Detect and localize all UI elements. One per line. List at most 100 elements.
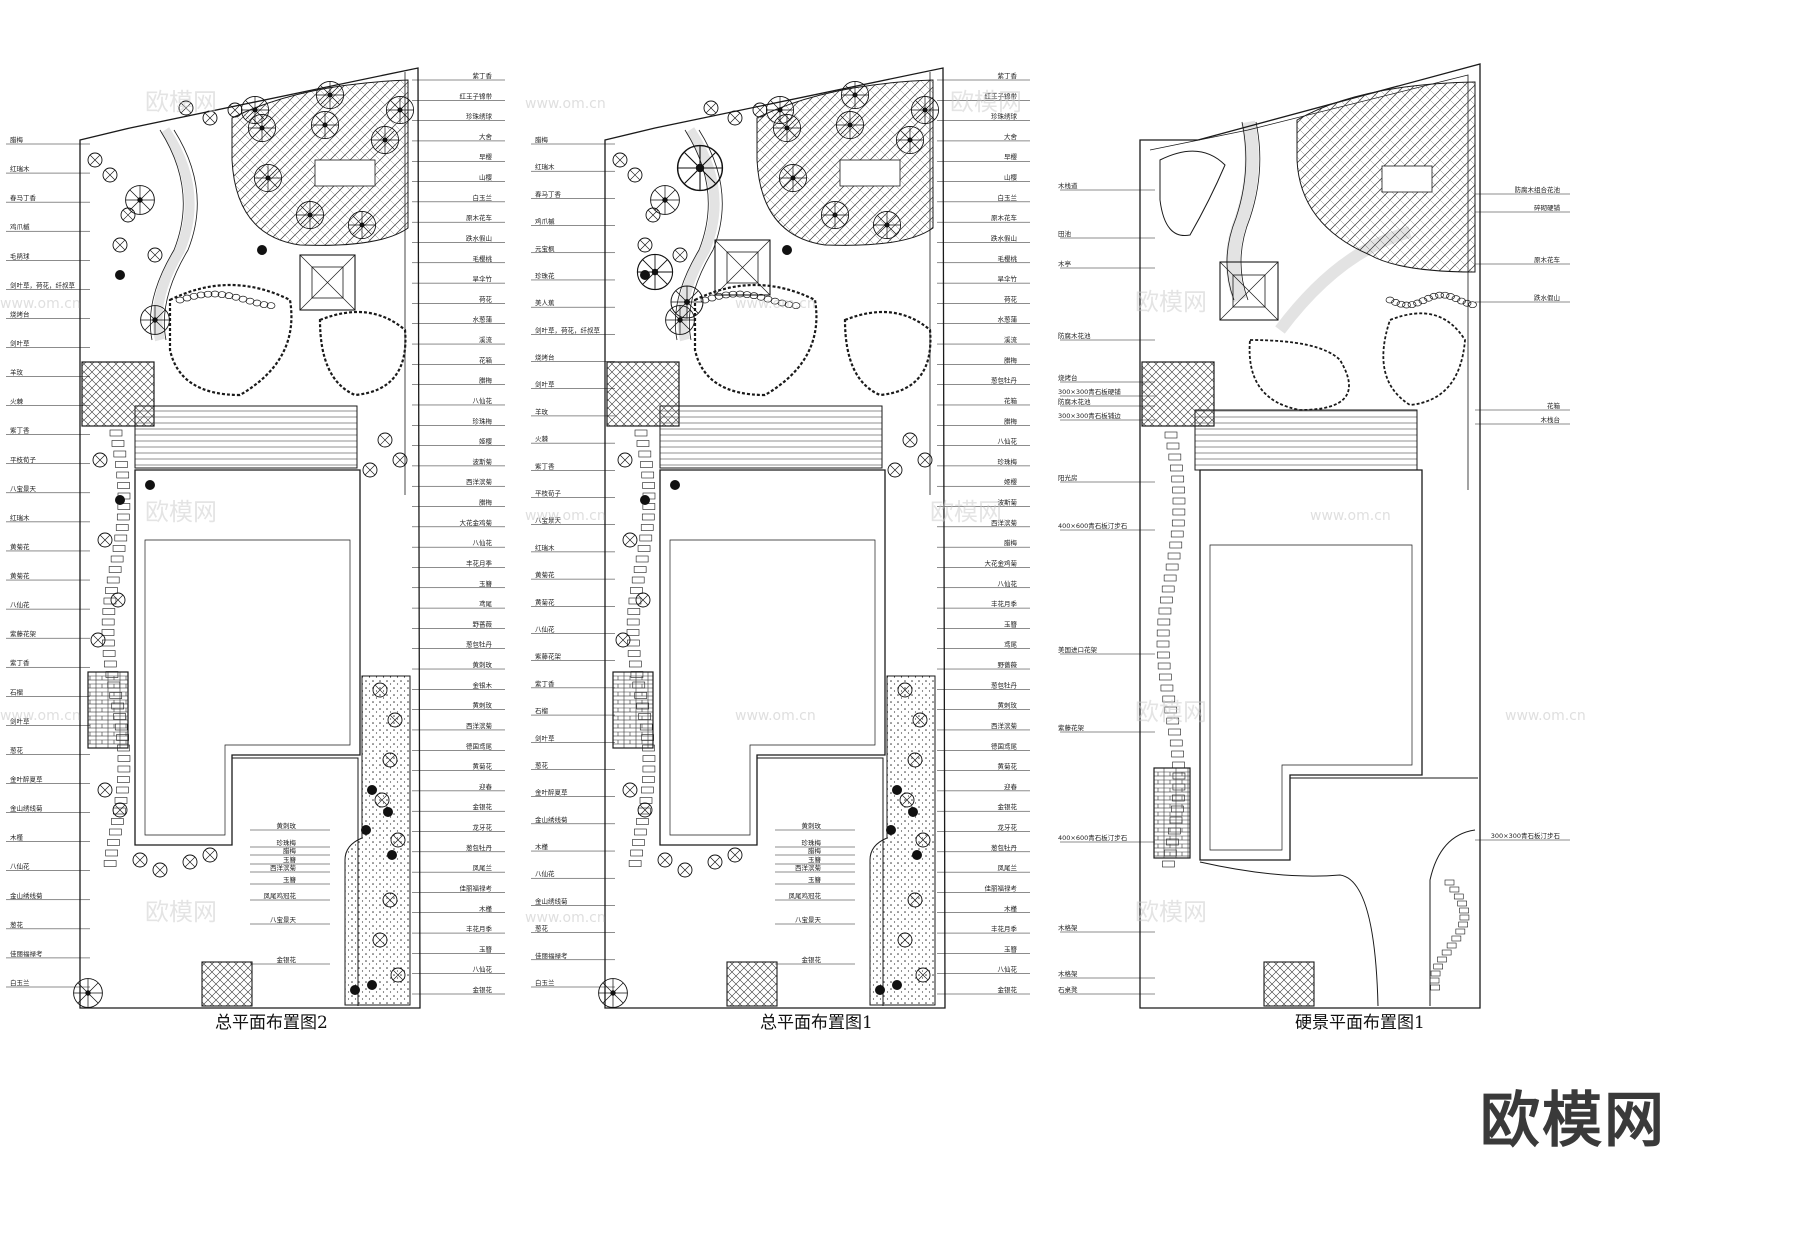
lawn-platform bbox=[839, 159, 901, 187]
left-plant-label: 鸡爪槭 bbox=[10, 222, 30, 231]
watermark-url: www.om.cn bbox=[735, 296, 816, 312]
rockery-stone bbox=[714, 292, 724, 300]
left-plant-label: 白玉兰 bbox=[535, 978, 555, 987]
left-plant-label: 腊梅 bbox=[10, 135, 24, 144]
rockery-stone bbox=[1413, 299, 1422, 307]
right-plant-label: 大舍 bbox=[1004, 132, 1018, 141]
inner-plant-label: 凤尾鸡冠花 bbox=[789, 891, 822, 900]
wisteria-pergola bbox=[612, 671, 654, 749]
stepping-stone bbox=[103, 597, 117, 605]
watermark-url: www.om.cn bbox=[1310, 508, 1391, 524]
right-plant-label: 红王子锦带 bbox=[985, 91, 1018, 100]
stepping-stone bbox=[111, 440, 125, 447]
stepping-stone bbox=[1449, 886, 1460, 893]
left-plant-label: 火棘 bbox=[535, 435, 549, 443]
left-plant-label: 烧烤台 bbox=[535, 353, 555, 362]
inner-plant-label: 八宝景天 bbox=[270, 915, 297, 924]
garden-path-edge bbox=[149, 129, 184, 341]
rockery-stone bbox=[1446, 293, 1455, 300]
shrub-symbol bbox=[635, 592, 651, 608]
stepping-stone bbox=[101, 629, 115, 636]
shrub-symbol bbox=[622, 782, 638, 798]
left-plant-label: 黄菊花 bbox=[10, 571, 30, 580]
stepping-stone bbox=[626, 618, 640, 626]
paving-tile bbox=[726, 961, 778, 1007]
stepping-stone bbox=[627, 608, 641, 615]
left-plant-label: 佳丽福禄考 bbox=[10, 949, 43, 958]
planting-plan-1: 腊梅红瑞木春马丁香鸡爪槭毛鹃球剑叶草，荷花，纤叔草烧烤台剑叶草羊玫火棘紫丁香平枝… bbox=[6, 67, 505, 1009]
right-plant-label: 德国鸢尾 bbox=[466, 741, 493, 750]
left-plant-label: 金山绣线菊 bbox=[10, 891, 43, 900]
stepping-stone bbox=[641, 786, 654, 794]
wood-pavilion bbox=[1219, 261, 1279, 321]
right-hardscape-label: 防腐木组合花池 bbox=[1515, 185, 1561, 194]
wisteria-pergola bbox=[1153, 767, 1191, 859]
left-plant-label: 金山绣线菊 bbox=[10, 804, 43, 813]
left-hardscape-label: 防腐木花池 bbox=[1058, 397, 1091, 406]
large-tree-symbol bbox=[676, 144, 724, 192]
right-plant-label: 八仙花 bbox=[473, 965, 493, 974]
right-plant-label: 龙牙花 bbox=[998, 823, 1018, 832]
dense-shrub-symbol bbox=[115, 270, 125, 280]
stepping-stone bbox=[1430, 970, 1441, 977]
left-plant-label: 黄菊花 bbox=[535, 570, 555, 579]
watermark-text: 欧模网 bbox=[145, 498, 217, 526]
right-plant-label: 佳丽福禄考 bbox=[460, 883, 493, 892]
right-plant-label: 姬樱 bbox=[1004, 477, 1018, 486]
rockery-stone bbox=[1435, 291, 1444, 299]
watermark-text: 欧模网 bbox=[1135, 698, 1207, 726]
boardwalk bbox=[1226, 120, 1259, 303]
inner-plant-label: 玉簪 bbox=[808, 875, 822, 884]
right-plant-label: 鸢尾 bbox=[479, 599, 493, 608]
right-hardscape-label: 原木花车 bbox=[1534, 255, 1561, 264]
left-plant-label: 八仙花 bbox=[535, 624, 555, 633]
right-plant-label: 水葱蒲 bbox=[998, 315, 1018, 324]
stepping-stone bbox=[1172, 508, 1186, 516]
left-plant-label: 黄菊花 bbox=[535, 597, 555, 606]
stepping-stone bbox=[1171, 519, 1185, 527]
stepping-stone bbox=[638, 450, 652, 458]
left-plant-label: 葱花 bbox=[535, 924, 549, 933]
watermark-url: www.om.cn bbox=[525, 96, 606, 112]
watermark-text: 欧模网 bbox=[1135, 898, 1207, 926]
watermark-text: 欧模网 bbox=[930, 498, 1002, 526]
right-plant-label: 腊梅 bbox=[1004, 355, 1018, 364]
stepping-stone bbox=[634, 429, 648, 437]
stepping-stone bbox=[632, 839, 645, 846]
left-plant-label: 八仙花 bbox=[10, 862, 30, 871]
right-plant-label: 玉簪 bbox=[479, 944, 493, 953]
shrub-symbol bbox=[627, 167, 643, 183]
shrub-symbol bbox=[677, 862, 693, 878]
tree-symbol bbox=[650, 185, 680, 215]
stepping-stone bbox=[1453, 893, 1464, 900]
inner-plant-label: 珍珠梅 bbox=[802, 838, 822, 847]
stepping-stone bbox=[627, 639, 640, 647]
left-plant-label: 美人蕉 bbox=[535, 298, 555, 307]
dense-shrub-symbol bbox=[640, 495, 650, 505]
house-inner-wall bbox=[669, 539, 876, 836]
stone-table-paving bbox=[1263, 961, 1315, 1007]
plan-title-2: 总平面布置图1 bbox=[760, 1013, 873, 1033]
inner-plant-label: 西洋滨菊 bbox=[270, 863, 297, 872]
pond bbox=[693, 283, 818, 397]
tree-symbol bbox=[598, 978, 628, 1008]
stepping-stone bbox=[102, 650, 116, 657]
right-plant-label: 八仙花 bbox=[998, 579, 1018, 588]
right-plant-label: 水葱蒲 bbox=[473, 315, 493, 324]
tree-symbol bbox=[895, 125, 925, 155]
left-plant-label: 剑叶草 bbox=[10, 338, 30, 347]
right-plant-label: 丰花月季 bbox=[991, 599, 1018, 608]
stepping-stone bbox=[1446, 942, 1457, 949]
stepping-stone bbox=[1459, 907, 1469, 914]
left-plant-label: 紫藤花架 bbox=[10, 629, 37, 638]
right-plant-label: 旱伞竹 bbox=[473, 274, 493, 283]
stepping-stone bbox=[639, 534, 653, 542]
left-hardscape-label: 紫藤花架 bbox=[1058, 723, 1085, 732]
shrub-symbol bbox=[727, 110, 743, 126]
right-plant-label: 毛樱桃 bbox=[473, 254, 493, 263]
tree-symbol bbox=[125, 185, 155, 215]
rockery-stone bbox=[707, 294, 717, 302]
right-plant-label: 山樱 bbox=[1004, 173, 1018, 182]
left-hardscape-label: 木栈道 bbox=[1058, 181, 1078, 190]
